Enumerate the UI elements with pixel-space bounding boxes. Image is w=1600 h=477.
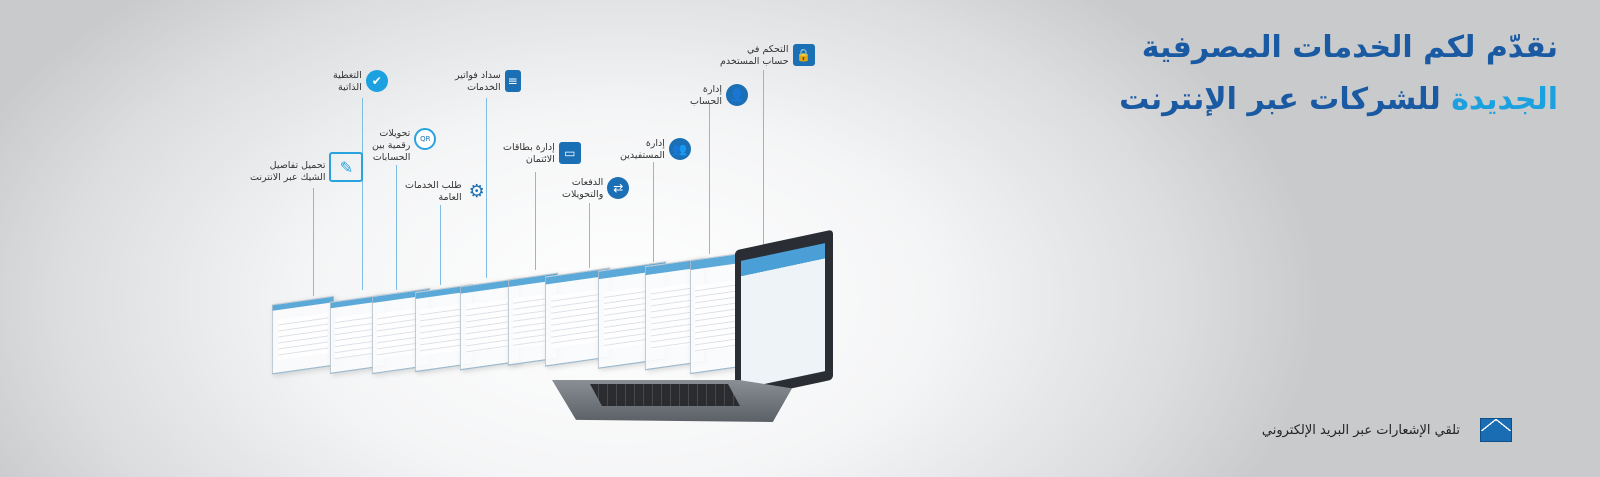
- connector-line: [535, 172, 536, 270]
- gear-check-icon: ✔: [365, 70, 388, 92]
- connector-line: [653, 162, 654, 262]
- connector-line: [763, 70, 764, 245]
- headline-rest: للشركات عبر الإنترنت: [1119, 82, 1452, 117]
- connector-line: [313, 188, 314, 296]
- headline-highlight: الجديدة: [1451, 82, 1558, 117]
- connector-line: [589, 203, 590, 268]
- email-notice: تلقي الإشعارات عبر البريد الإلكتروني: [1261, 423, 1460, 438]
- credit-card-icon: ▭: [558, 142, 581, 164]
- connector-line: [396, 165, 397, 290]
- connector-line: [709, 104, 710, 254]
- connector-line: [486, 98, 487, 278]
- headline-line2: الجديدة للشركات عبر الإنترنت: [1119, 82, 1558, 117]
- connector-line: [362, 98, 363, 290]
- document-icon: ≡: [504, 70, 521, 92]
- gears-icon: ⚙: [468, 180, 485, 202]
- laptop-screen: [741, 243, 825, 389]
- user-settings-icon: 👤: [725, 84, 748, 106]
- laptop-keyboard: [590, 384, 740, 406]
- cheque-pen-icon: ✎: [329, 152, 364, 182]
- qr-refresh-icon: QR: [414, 128, 437, 150]
- headline-line1: نقدّم لكم الخدمات المصرفية: [1141, 30, 1558, 65]
- connector-line: [440, 205, 441, 285]
- users-icon: 👥: [668, 138, 691, 160]
- lock-icon: 🔒: [792, 44, 815, 66]
- envelope-icon: [1480, 418, 1512, 442]
- transfer-arrows-icon: ⇄: [607, 177, 630, 199]
